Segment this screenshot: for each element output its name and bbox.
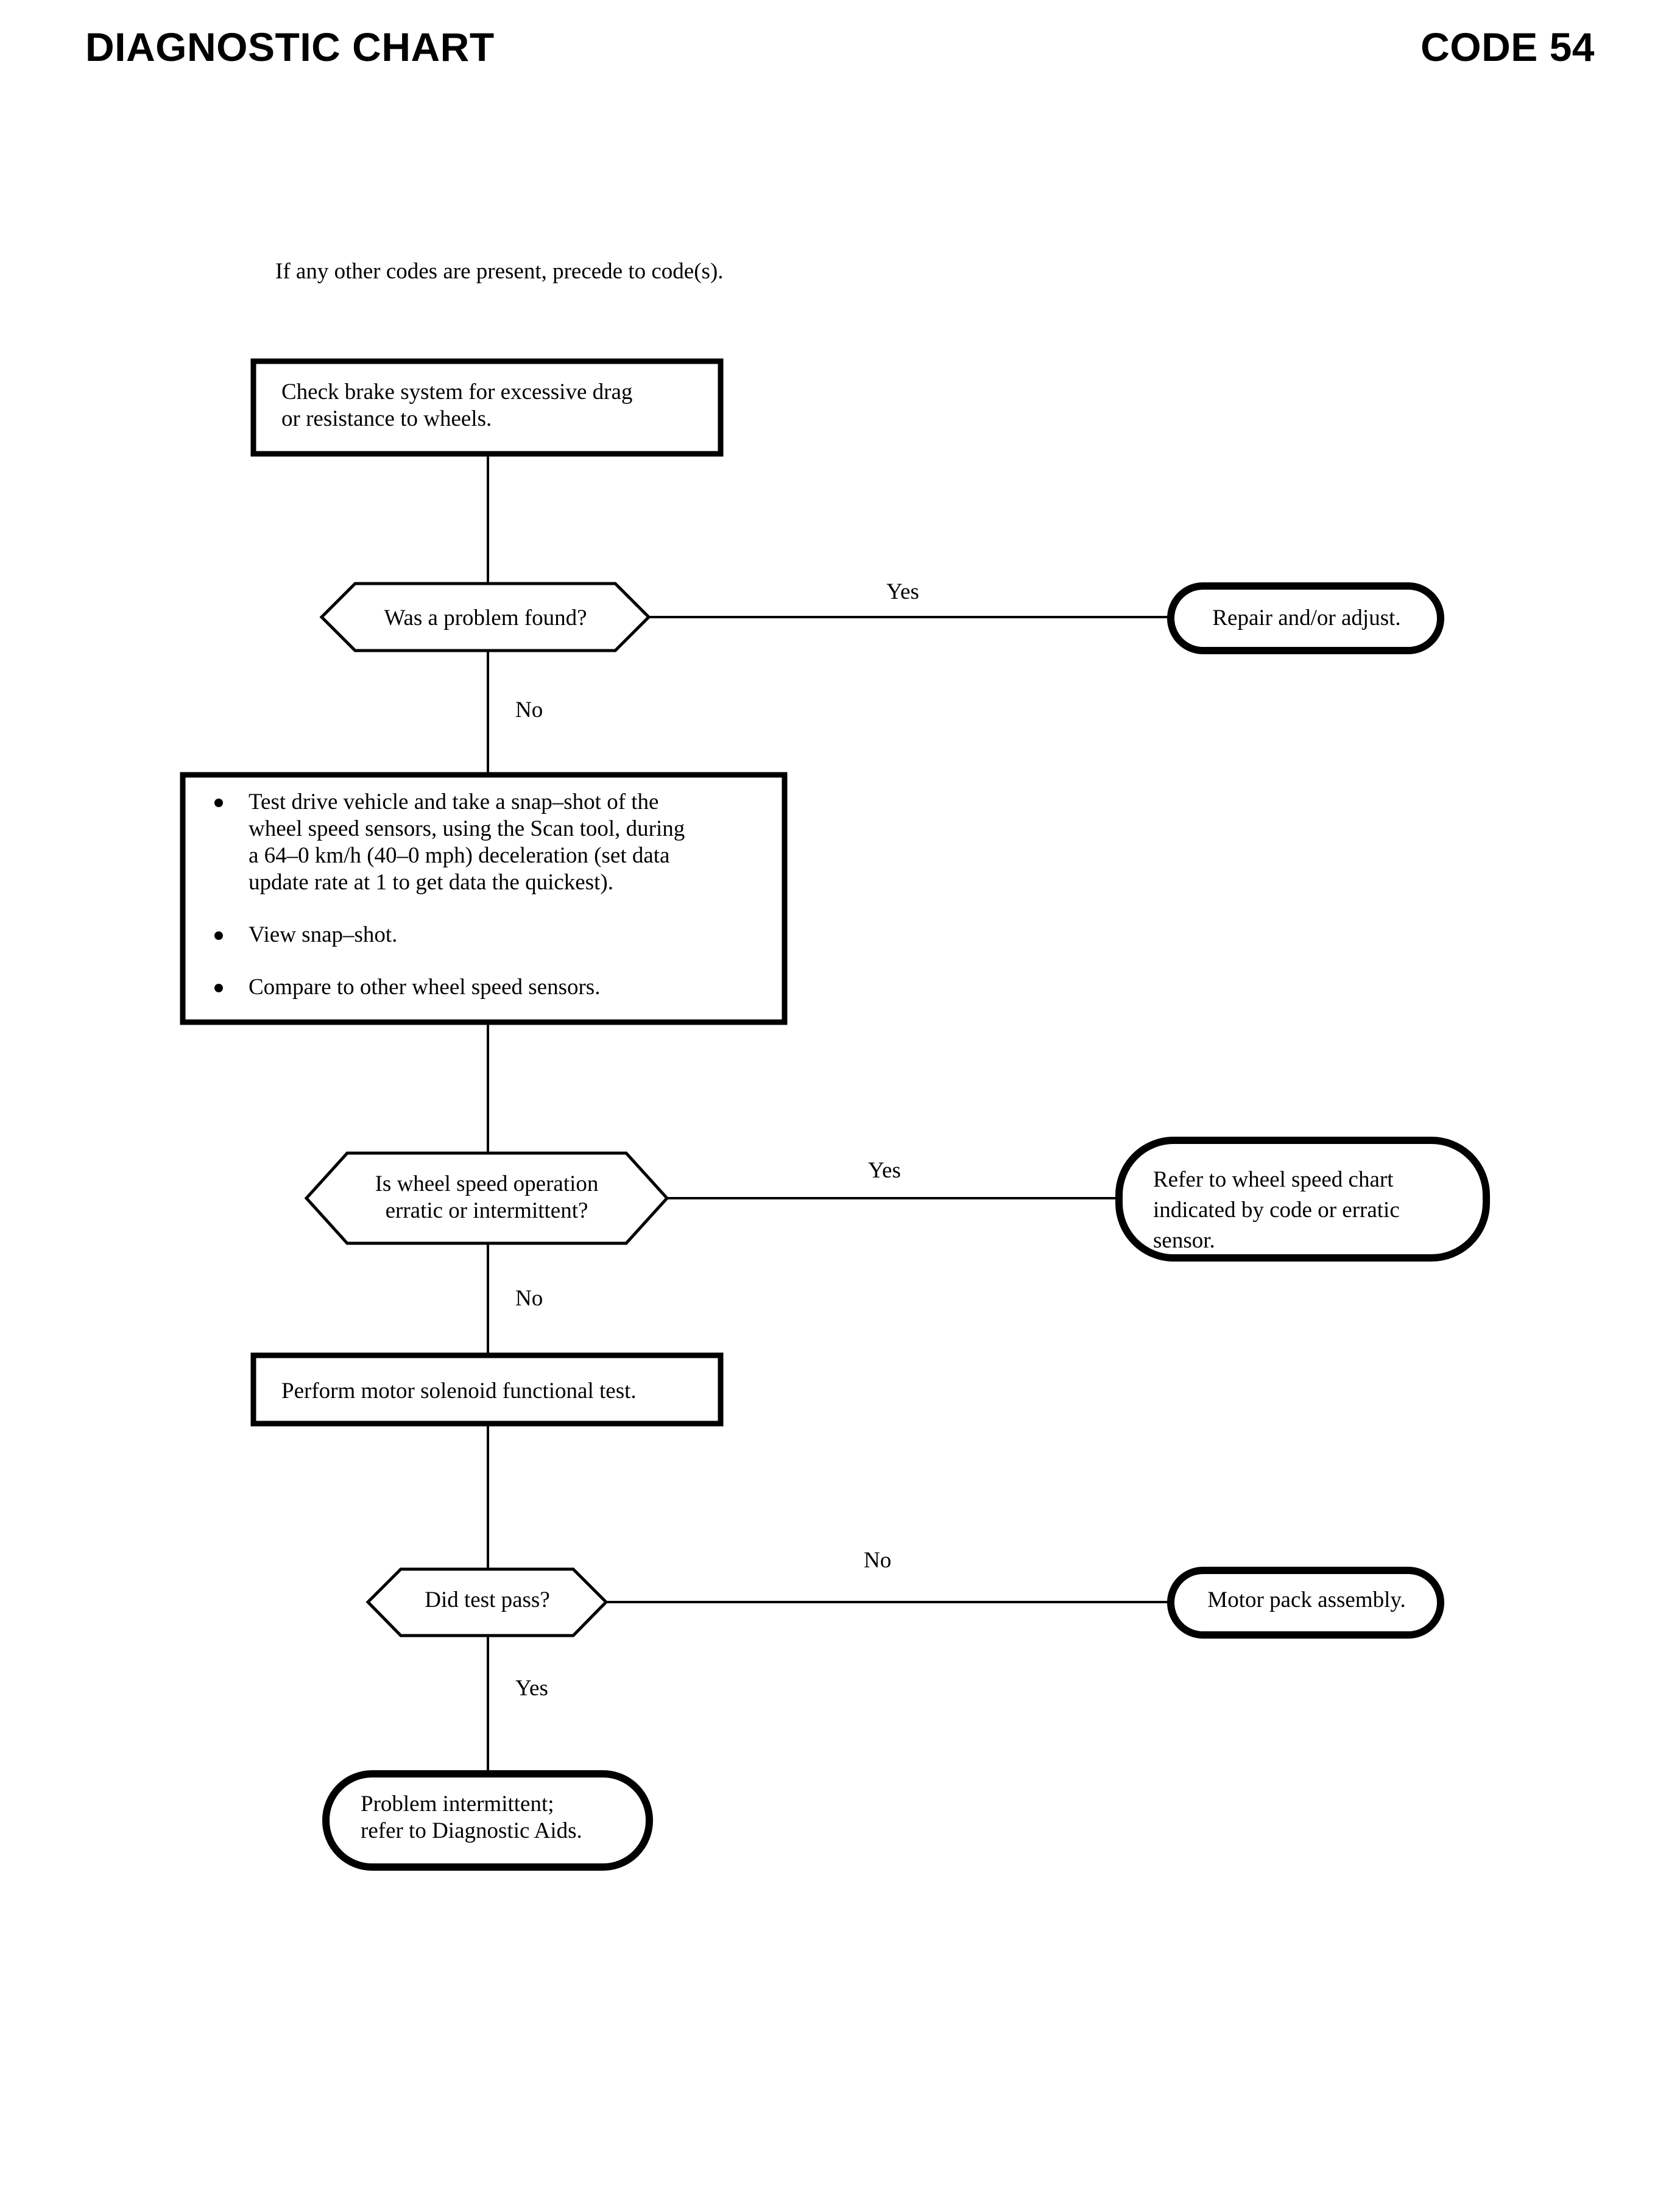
terminal-box-refer-wheel-speed-chart <box>1115 1137 1490 1262</box>
terminal-2-label: Refer to wheel speed chart indicated by … <box>1153 1167 1400 1253</box>
connector-lines <box>487 454 1171 1774</box>
edge-label-dec2-yes: Yes <box>868 1158 901 1183</box>
edge-label-dec1-yes: Yes <box>886 579 919 604</box>
decision-hexagon-wheel-speed-erratic <box>304 1151 669 1245</box>
decision-2-label: Is wheel speed operation erratic or inte… <box>375 1171 599 1223</box>
decision-3-label: Did test pass? <box>425 1587 550 1612</box>
terminal-box-motor-pack-assembly <box>1167 1567 1444 1639</box>
terminal-box-problem-intermittent <box>322 1770 653 1871</box>
terminal-4-label: Problem intermittent; refer to Diagnosti… <box>361 1792 582 1843</box>
terminal-3-label: Motor pack assembly. <box>1207 1587 1406 1612</box>
page-title: DIAGNOSTIC CHART <box>85 24 495 69</box>
code-label: CODE 54 <box>1421 24 1595 69</box>
list-item: Test drive vehicle and take a snap–shot … <box>201 789 768 896</box>
list-item-label: Test drive vehicle and take a snap–shot … <box>249 789 685 895</box>
decision-hexagon-problem-found <box>319 582 651 652</box>
edge-label-dec3-no: No <box>864 1548 892 1573</box>
edge-label-dec3-yes: Yes <box>515 1676 548 1701</box>
edge-label-dec2-no: No <box>515 1286 543 1311</box>
process-box-test-drive-bullets <box>180 772 788 1025</box>
edge-label-dec1-no: No <box>515 697 543 722</box>
list-item-label: View snap–shot. <box>249 922 398 947</box>
note-text: If any other codes are present, precede … <box>275 259 724 284</box>
bullet-dot-icon <box>214 931 223 940</box>
terminal-1-label: Repair and/or adjust. <box>1212 605 1401 630</box>
process-1-label: Check brake system for excessive drag or… <box>281 380 633 431</box>
list-item: View snap–shot. <box>201 922 768 948</box>
process-box-motor-solenoid-test <box>250 1352 724 1427</box>
list-item-label: Compare to other wheel speed sensors. <box>249 975 601 1000</box>
page-header: DIAGNOSTIC CHART CODE 54 <box>0 23 1680 90</box>
bullet-dot-icon <box>214 984 223 992</box>
bullet-list: Test drive vehicle and take a snap–shot … <box>201 789 768 1001</box>
terminal-box-repair-adjust <box>1167 582 1444 654</box>
decision-1-label: Was a problem found? <box>384 605 587 630</box>
process-2-label: Perform motor solenoid functional test. <box>281 1379 637 1403</box>
bullet-dot-icon <box>214 799 223 807</box>
decision-hexagon-did-test-pass <box>365 1567 609 1637</box>
process-box-check-brake <box>250 358 724 457</box>
list-item: Compare to other wheel speed sensors. <box>201 974 768 1001</box>
